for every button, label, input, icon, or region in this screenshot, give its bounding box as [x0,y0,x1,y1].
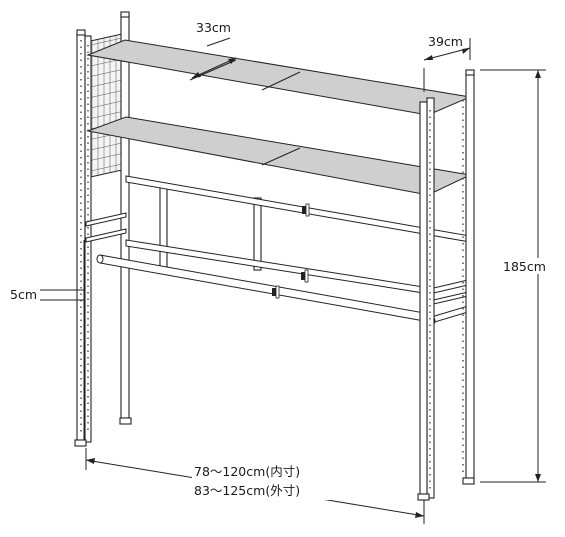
pole-front-right-inner [426,97,435,499]
pole-front-left-cap [76,29,86,36]
pole-back-left-cap [120,11,130,18]
dim-side-depth: 39cm [423,34,471,92]
dim-height-label: 185cm [503,259,546,274]
dim-height: 185cm [480,69,548,483]
hook-2 [301,269,309,283]
dim-shelf-depth: 33cm [191,20,237,79]
hook-3 [272,285,280,299]
dim-shelf-depth-label: 33cm [196,20,231,35]
pole-back-right [465,71,475,483]
shelf-top [86,39,472,116]
dim-side-depth-label: 39cm [428,34,463,49]
dim-width: 78〜120cm(内寸) 83〜125cm(外寸) [85,448,425,524]
dim-pitch: 5cm [10,287,84,302]
dim-pitch-label: 5cm [10,287,37,302]
back-support-2 [253,197,262,271]
hook-1 [302,203,310,217]
dim-width-inner-label: 78〜120cm(内寸) [194,464,300,479]
dim-width-outer-label: 83〜125cm(外寸) [194,483,300,498]
back-support-1 [159,185,168,269]
pole-front-right-outer [419,101,428,501]
